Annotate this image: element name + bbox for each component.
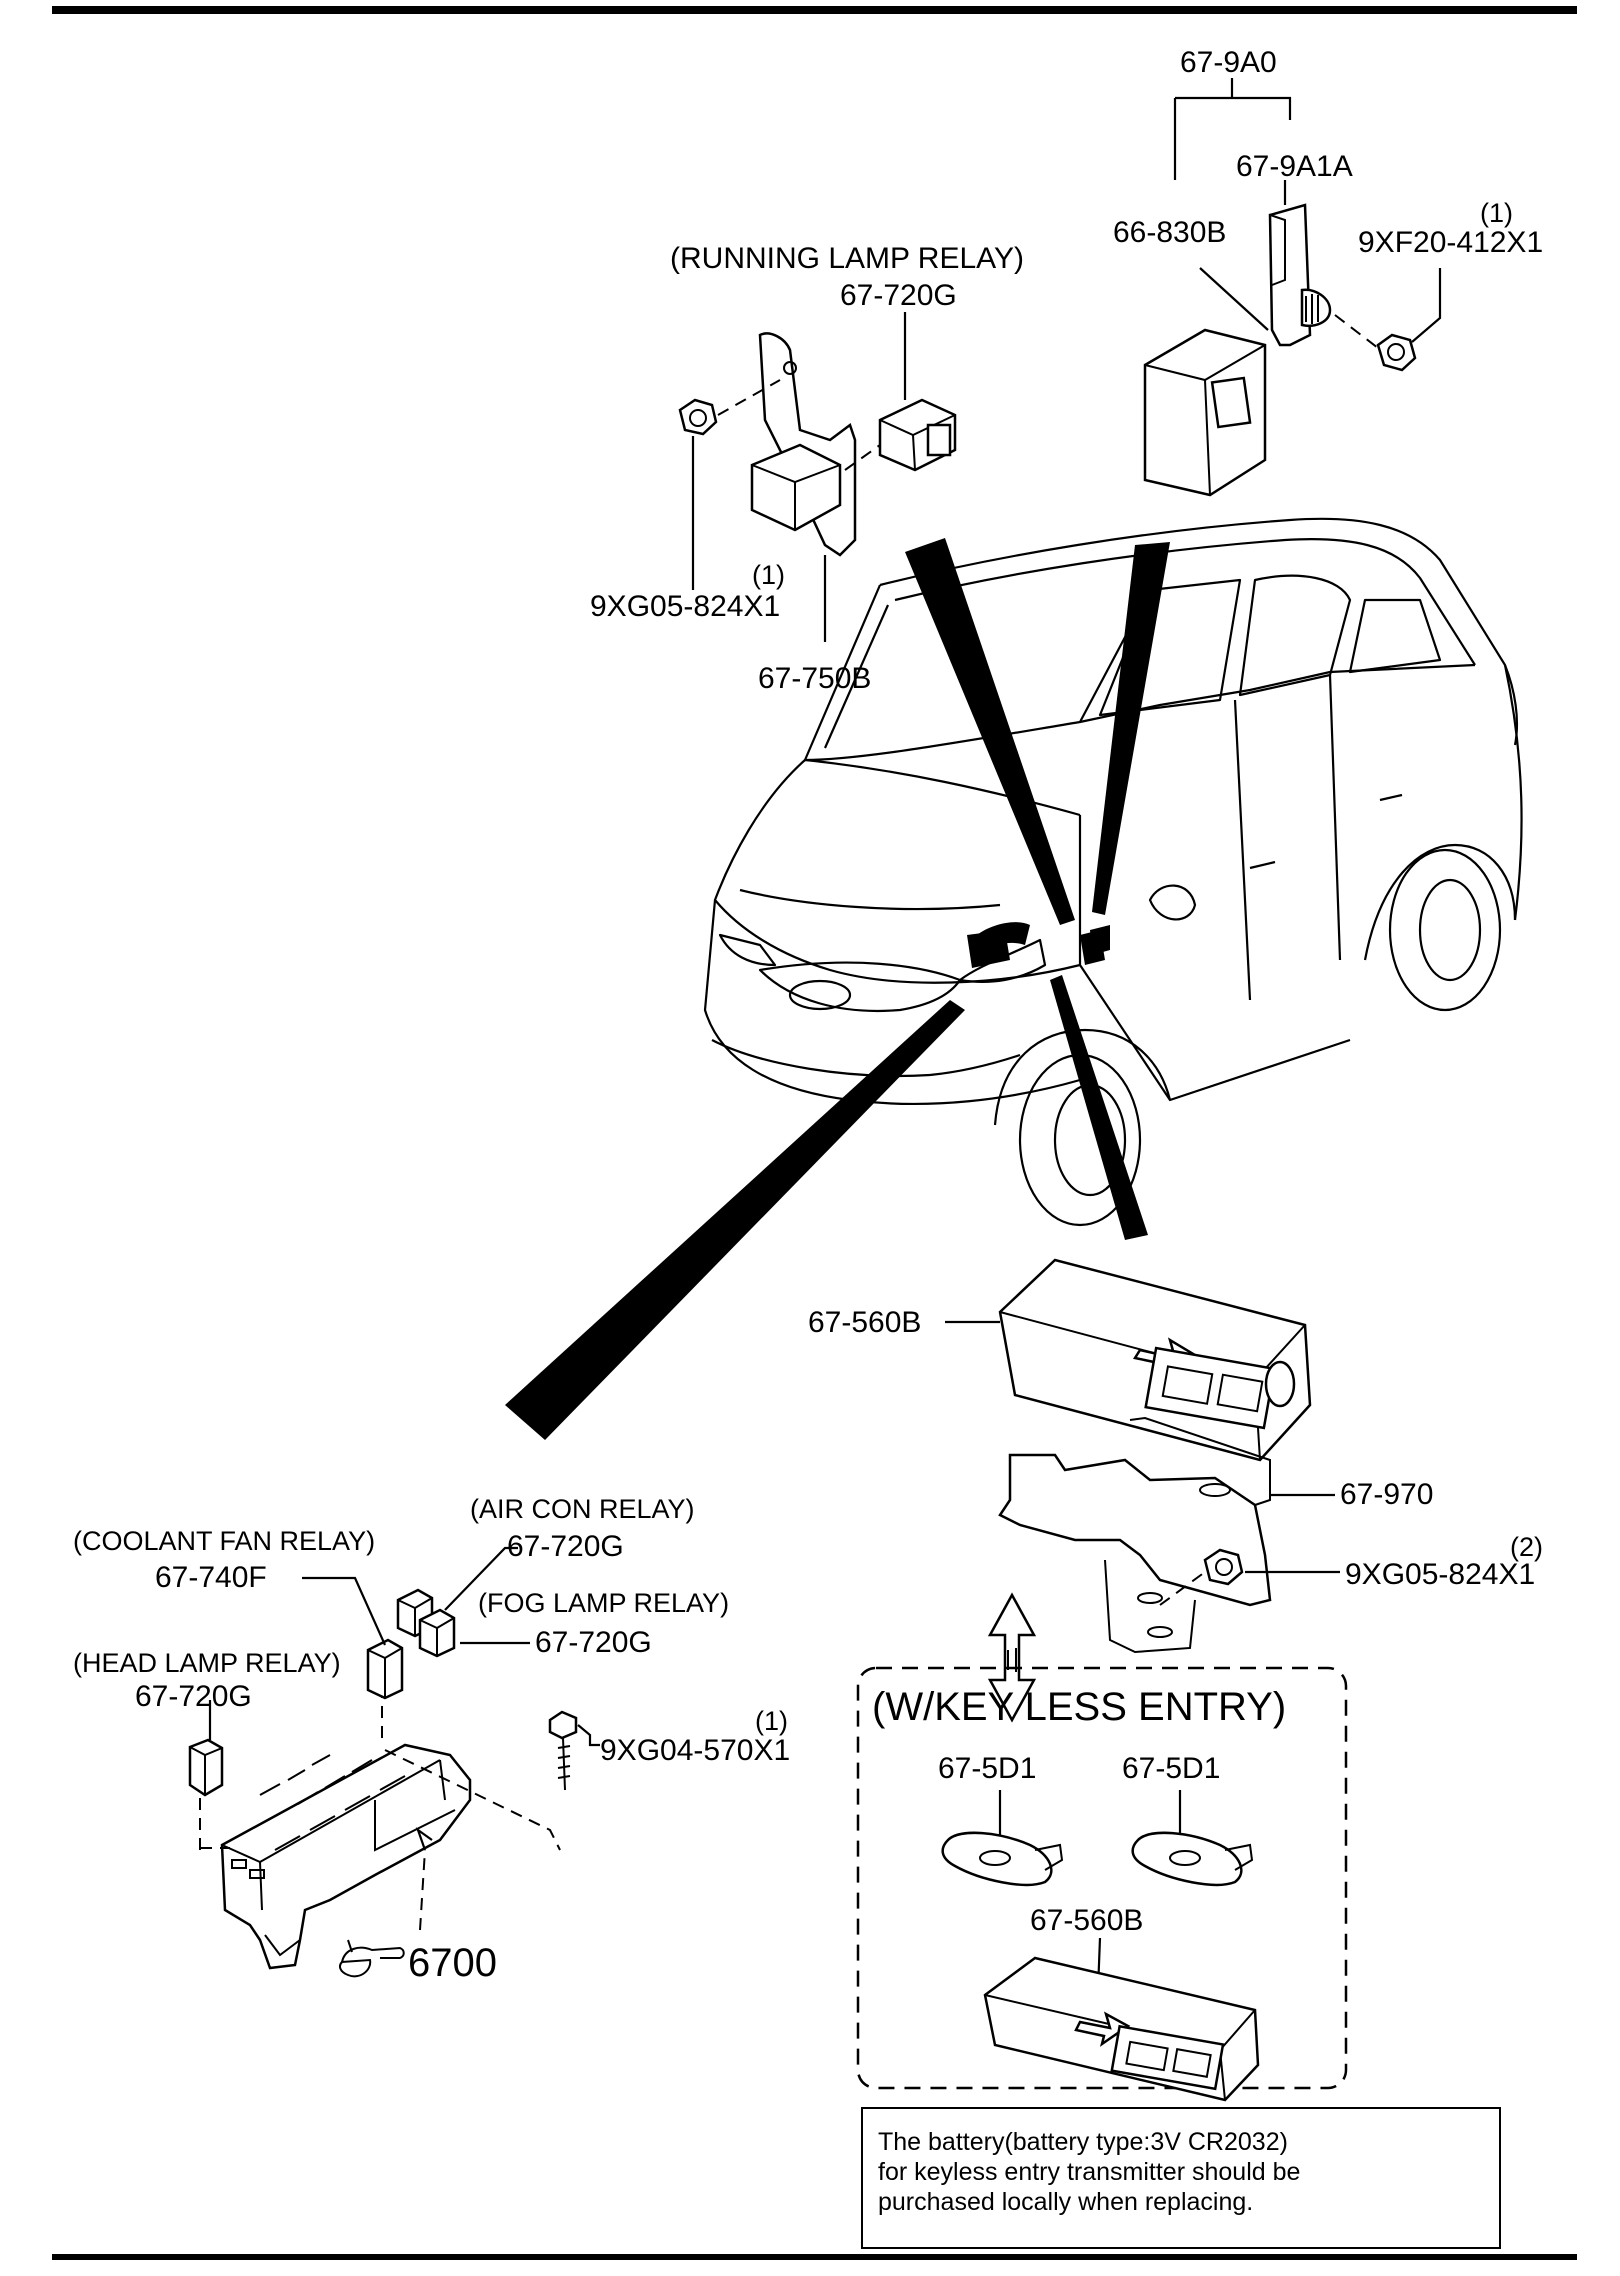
nut-9xg05-824x1-top bbox=[678, 398, 718, 436]
bottom-rule bbox=[52, 2254, 1577, 2260]
label-67-5d1-right: 67-5D1 bbox=[1122, 1752, 1220, 1785]
relay-67-740f-coolant bbox=[366, 1638, 404, 1700]
leader-wedges bbox=[505, 538, 1170, 1440]
control-module-66-830b bbox=[1143, 328, 1267, 497]
label-67-9a0: 67-9A0 bbox=[1180, 46, 1277, 79]
label-67-970: 67-970 bbox=[1340, 1478, 1433, 1511]
label-air-con-relay: (AIR CON RELAY) bbox=[470, 1494, 695, 1524]
label-coolant-fan-relay: (COOLANT FAN RELAY) bbox=[73, 1526, 375, 1556]
qty-9xg05-bottom: (2) bbox=[1510, 1532, 1543, 1562]
label-67-750b: 67-750B bbox=[758, 662, 871, 695]
label-9xf20-412x1: 9XF20-412X1 bbox=[1358, 226, 1543, 259]
label-67-9a1a: 67-9A1A bbox=[1236, 150, 1353, 183]
label-67-720g-head: 67-720G bbox=[135, 1680, 252, 1713]
nut-9xf20-412x1 bbox=[1376, 333, 1417, 372]
fuse-block bbox=[220, 1743, 472, 1970]
label-head-lamp-relay: (HEAD LAMP RELAY) bbox=[73, 1648, 341, 1678]
transmitter-left bbox=[941, 1831, 1064, 1887]
keyless-entry-box bbox=[856, 1666, 1348, 2090]
label-running-lamp-relay: (RUNNING LAMP RELAY) bbox=[670, 242, 1024, 275]
qty-9xg04: (1) bbox=[755, 1706, 788, 1736]
relay-67-720g-fog bbox=[418, 1608, 456, 1658]
qty-9xf20-412x1: (1) bbox=[1480, 198, 1513, 228]
label-fog-lamp-relay: (FOG LAMP RELAY) bbox=[478, 1588, 729, 1618]
label-67-5d1-left: 67-5D1 bbox=[938, 1752, 1036, 1785]
top-rule bbox=[52, 6, 1577, 14]
qty-9xg05-top: (1) bbox=[752, 560, 785, 590]
vehicle-illustration bbox=[703, 517, 1523, 1227]
label-66-830b: 66-830B bbox=[1113, 216, 1226, 249]
nut-9xg05-824x1-bottom bbox=[1203, 1548, 1244, 1586]
label-9xg05-824x1-top: 9XG05-824X1 bbox=[590, 590, 780, 623]
note-line-3: purchased locally when replacing. bbox=[878, 2188, 1253, 2216]
label-ref-6700: 6700 bbox=[408, 1941, 497, 1985]
label-67-720g-fog: 67-720G bbox=[535, 1626, 652, 1659]
note-line-1: The battery(battery type:3V CR2032) bbox=[878, 2128, 1288, 2156]
note-line-2: for keyless entry transmitter should be bbox=[878, 2158, 1300, 2186]
label-9xg04-570x1: 9XG04-570X1 bbox=[600, 1734, 790, 1767]
label-67-560b-keyless: 67-560B bbox=[1030, 1904, 1143, 1937]
keyless-unit-67-560b-inner bbox=[983, 1956, 1260, 2102]
relay-67-720g-head bbox=[188, 1738, 224, 1797]
bracket-67-750b bbox=[750, 332, 857, 557]
bracket-67-9a1a bbox=[1268, 203, 1332, 347]
keyless-entry-title: (W/KEY LESS ENTRY) bbox=[872, 1685, 1286, 1729]
battery-note-box bbox=[861, 2107, 1501, 2249]
pointing-hand-icon bbox=[339, 1939, 405, 1978]
label-67-720g-aircon: 67-720G bbox=[507, 1530, 624, 1563]
double-arrow-icon bbox=[987, 1592, 1037, 1723]
transmitter-right bbox=[1131, 1831, 1254, 1887]
screw-9xg04-570x1 bbox=[548, 1710, 578, 1791]
relay-67-720g-running bbox=[878, 398, 957, 472]
bracket-67-970 bbox=[998, 1416, 1272, 1654]
label-9xg05-824x1-bottom: 9XG05-824X1 bbox=[1345, 1558, 1535, 1591]
label-67-720g-running: 67-720G bbox=[840, 279, 957, 312]
keyless-unit-67-560b bbox=[998, 1258, 1312, 1462]
label-67-740f: 67-740F bbox=[155, 1561, 267, 1594]
label-67-560b: 67-560B bbox=[808, 1306, 921, 1339]
